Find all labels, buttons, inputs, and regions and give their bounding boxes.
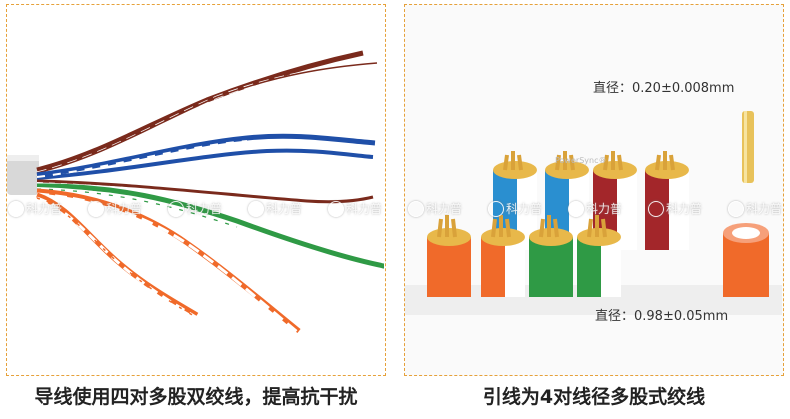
twisted-pair-cable-illustration [7,50,385,337]
green-wire [36,183,385,269]
stranded-wire-illustration: PowerSync® [405,111,782,315]
conductor-diameter-label: 直径：0.98±0.05mm [595,309,729,324]
orange-wire [36,188,301,333]
conductor-sample [723,233,769,297]
blue-wire [36,133,376,178]
brand-mark: PowerSync® [555,156,606,165]
single-strand-sample [742,111,754,183]
wire-bundle-front-row [427,215,621,297]
left-caption: 导线使用四对多股双绞线，提高抗干扰 [34,386,358,408]
cable-jacket [7,155,39,195]
wire-bundle-back-row [493,151,689,250]
cable-photo-panel [6,4,386,376]
wire-diagram-panel: PowerSync® 直径：0.20±0.008mm 直径：0.98±0.05m… [404,4,784,376]
right-caption: 引线为4对线径多股式绞线 [482,386,706,408]
strand-diameter-label: 直径：0.20±0.008mm [593,81,735,96]
